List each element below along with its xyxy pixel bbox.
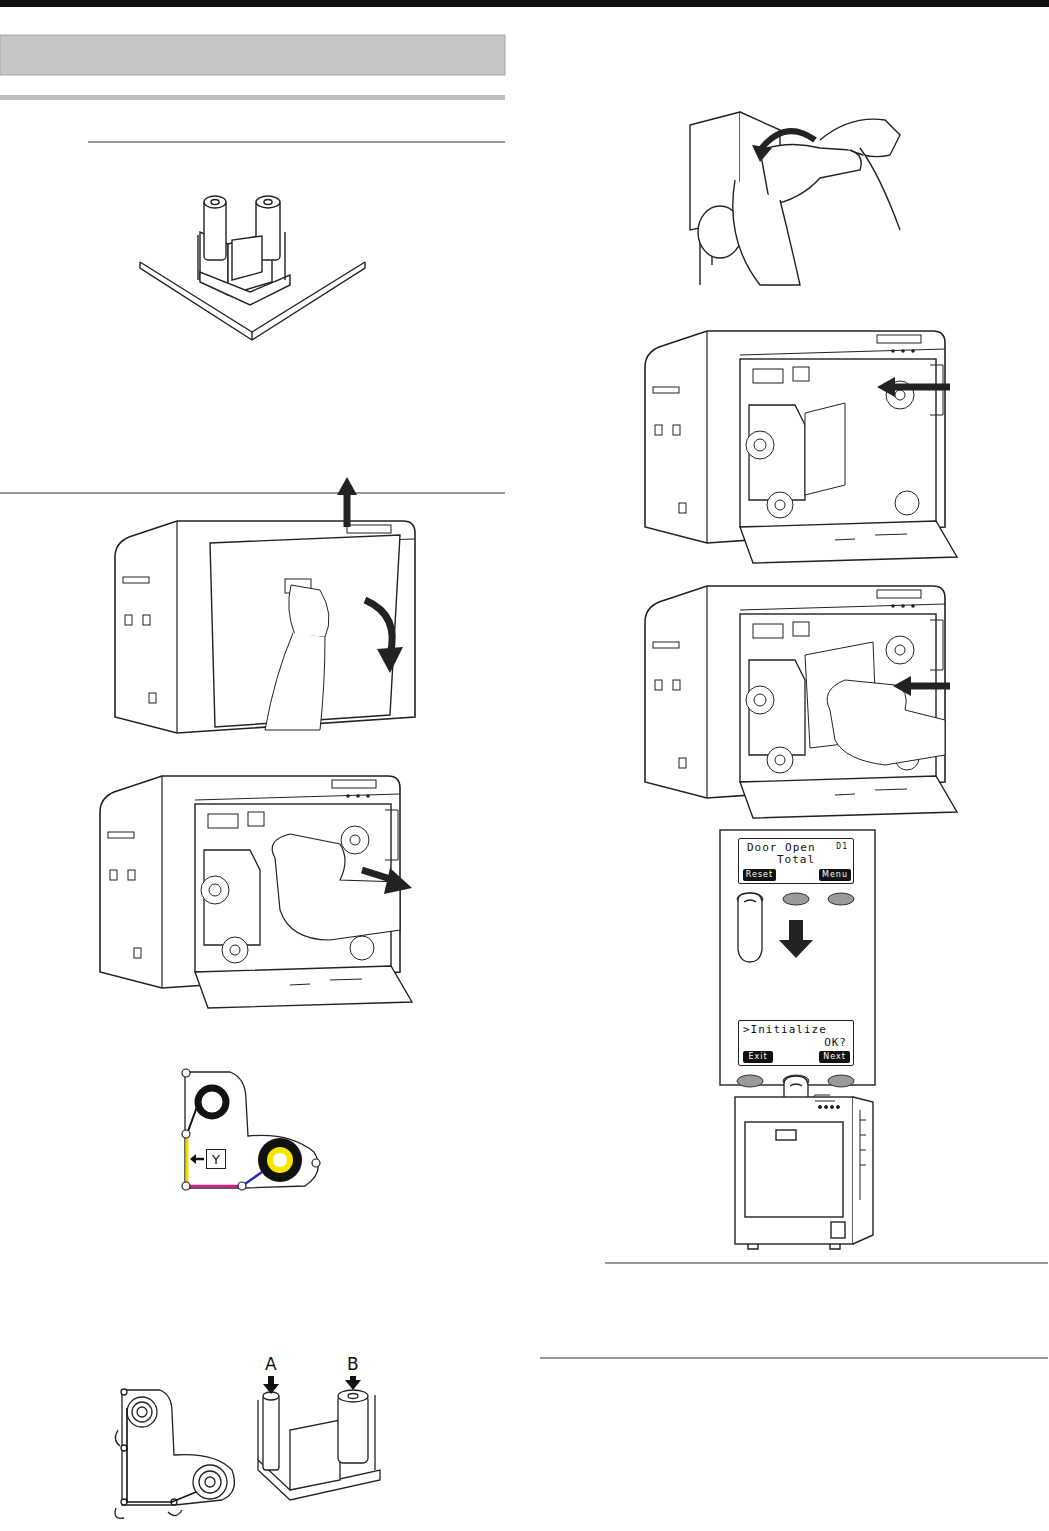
- lcd-text: D1: [836, 843, 848, 851]
- part-letter: A: [265, 1356, 277, 1373]
- node-label: Y: [212, 1153, 220, 1166]
- lcd-text: Door Open: [747, 842, 816, 853]
- softkey-label: Reset: [743, 869, 776, 881]
- softkey-label: Exit: [743, 1051, 773, 1063]
- node-label: Reset: [746, 871, 773, 879]
- lcd-screen: >InitializeOK? Exit Next: [738, 1020, 854, 1066]
- part-letter: B: [347, 1356, 359, 1373]
- node-label: Exit: [748, 1053, 767, 1061]
- lcd-text: OK?: [824, 1037, 847, 1048]
- lcd-text: Total: [777, 854, 815, 865]
- lcd-screen: Door OpenTotal D1Reset Menu: [738, 838, 854, 884]
- node-label: Next: [823, 1053, 846, 1061]
- softkey-label: Menu: [819, 869, 851, 881]
- softkey-label: Next: [819, 1051, 850, 1063]
- legend-box: Y: [206, 1149, 226, 1169]
- lcd-text: >Initialize: [743, 1024, 827, 1035]
- node-label: Menu: [822, 871, 848, 879]
